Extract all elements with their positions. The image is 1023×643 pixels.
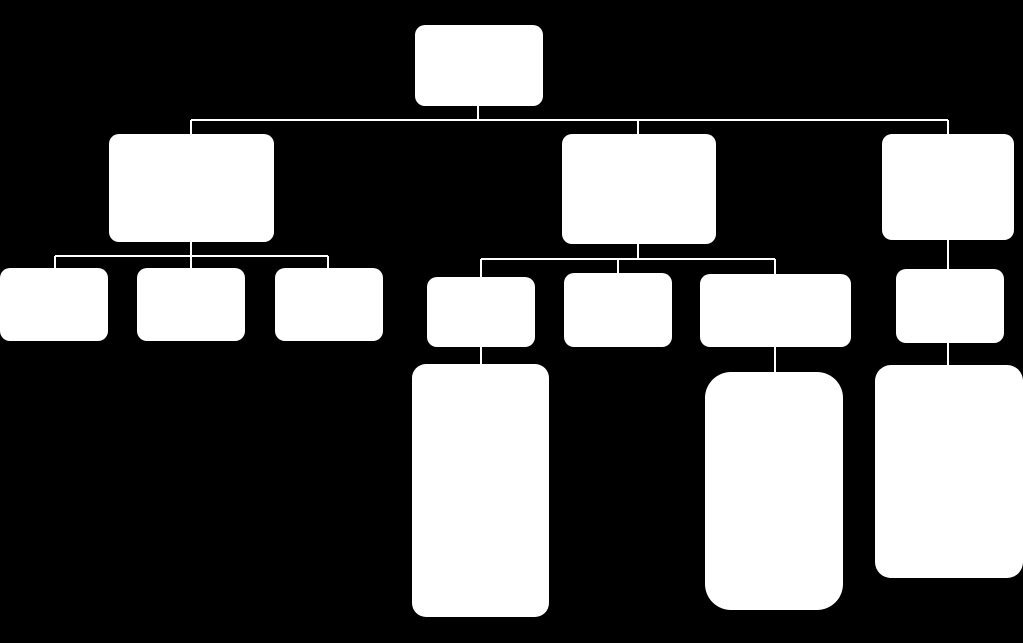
middle-child-3-detail-node bbox=[705, 372, 843, 610]
right-child-1-node bbox=[896, 269, 1004, 343]
left-child-3-node bbox=[275, 268, 383, 341]
middle-child-1-node bbox=[427, 277, 535, 347]
middle-child-3-node bbox=[700, 274, 851, 347]
root-node bbox=[415, 25, 543, 106]
right-child-1-detail-node bbox=[875, 365, 1023, 578]
middle-child-1-detail-node bbox=[412, 364, 549, 617]
branch-left-node bbox=[109, 134, 274, 242]
branch-middle-node bbox=[562, 134, 716, 244]
left-child-2-node bbox=[137, 268, 245, 341]
middle-child-2-node bbox=[564, 273, 672, 347]
left-child-1-node bbox=[0, 268, 108, 341]
branch-right-node bbox=[882, 134, 1014, 240]
